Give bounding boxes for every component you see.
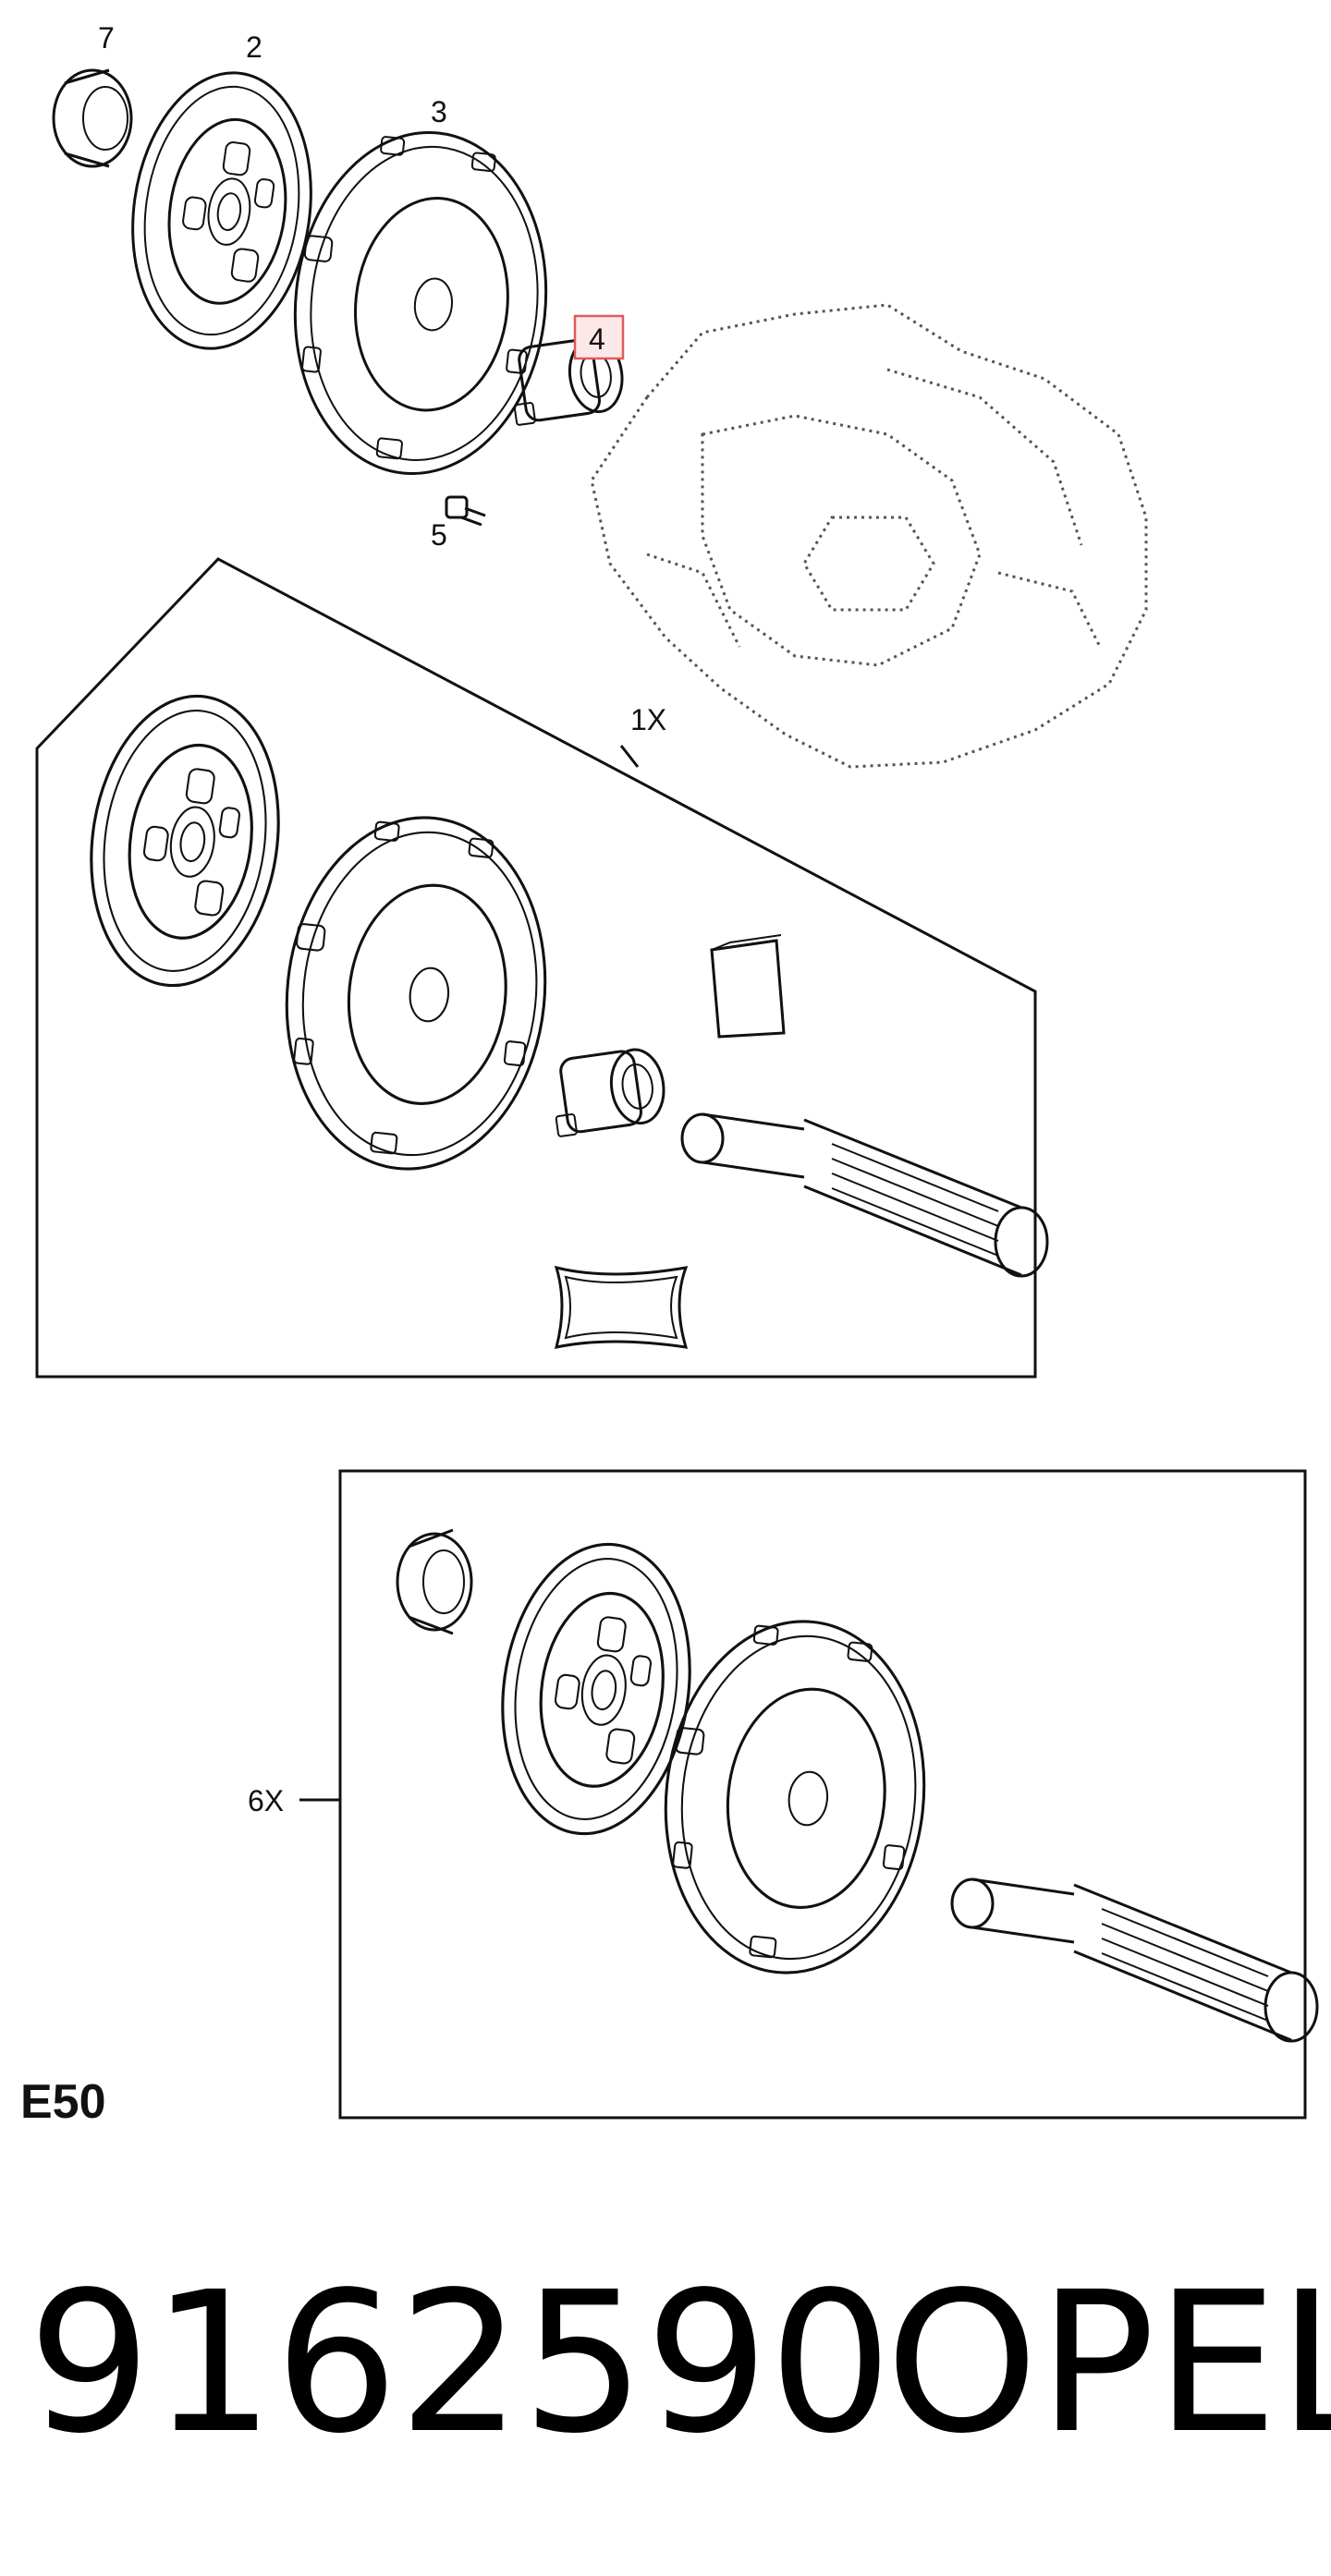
transmission-housing (590, 303, 1148, 769)
top-exploded-view: 7 2 3 4 5 (52, 21, 1148, 769)
diagram-code: E50 (20, 2075, 106, 2129)
kit-input-shaft (680, 1112, 1049, 1278)
kit-instruction-booklet (710, 934, 786, 1039)
callout-item-5: 5 (431, 518, 447, 552)
callout-item-2: 2 (246, 30, 263, 64)
bolt-part (445, 495, 486, 527)
callout-kit-6x: 6X (248, 1784, 284, 1817)
kit-6x-pilot-bearing (396, 1528, 473, 1635)
kit-pressure-plate (268, 803, 564, 1184)
kit-release-bearing (546, 1044, 670, 1138)
kit-1x-box: 1X (35, 557, 1049, 1379)
callout-item-4: 4 (589, 322, 605, 356)
kit-6x-clutch-disc (482, 1530, 710, 1848)
callout-item-7: 7 (98, 21, 115, 55)
pilot-bearing-part (52, 68, 133, 168)
brand-name: OPEL (885, 2250, 1331, 2476)
part-number: 9162590 (28, 2250, 892, 2476)
callout-item-3: 3 (431, 95, 447, 128)
kit-6x-pressure-plate (647, 1607, 943, 1987)
kit-6x-input-shaft (950, 1877, 1319, 2043)
callout-kit-1x: 1X (630, 703, 666, 736)
kit-6x-box: 6X (248, 1469, 1319, 2120)
callout-item-4-highlight: 4 (573, 314, 625, 360)
kit-grease-packet (554, 1265, 689, 1349)
kit-clutch-disc (71, 682, 299, 1000)
pressure-plate-part (276, 118, 565, 488)
